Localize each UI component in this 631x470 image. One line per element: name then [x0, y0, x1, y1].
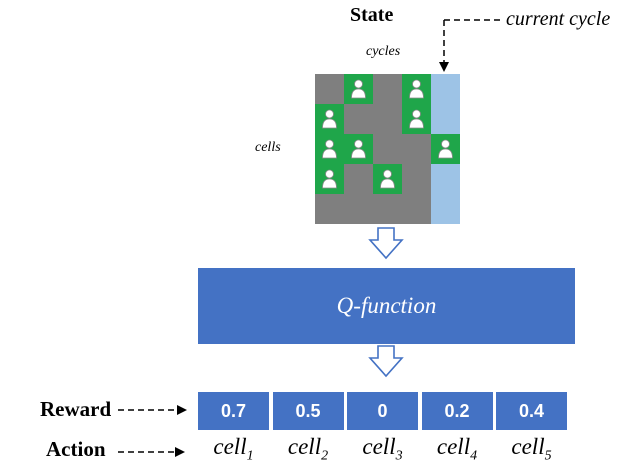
person-icon: [438, 139, 453, 159]
person-icon: [322, 169, 337, 189]
empty-cell: [402, 194, 431, 224]
empty-cell: [373, 104, 402, 134]
cells-axis-label: cells: [255, 140, 281, 155]
person-icon: [351, 139, 366, 159]
empty-cell: [373, 134, 402, 164]
empty-cell: [344, 104, 373, 134]
reward-value-5: 0.4: [496, 392, 567, 430]
action-item-2: cell2: [287, 434, 329, 464]
current-cycle-cell: [431, 194, 460, 224]
state-grid: [315, 74, 460, 224]
action-arrowhead: [175, 447, 185, 457]
empty-cell: [344, 164, 373, 194]
reward-value-1: 0.7: [198, 392, 269, 430]
cycles-axis-label: cycles: [366, 44, 401, 59]
reward-value-4: 0.2: [421, 392, 493, 430]
q-function-label: Q-function: [336, 293, 437, 318]
q-function-block: Q-function: [198, 268, 575, 344]
empty-cell: [402, 164, 431, 194]
empty-cell: [344, 194, 373, 224]
down-arrow-icon: [368, 227, 404, 260]
current-cycle-cell: [431, 164, 460, 194]
empty-cell: [315, 194, 344, 224]
reward-value-2: 0.5: [272, 392, 344, 430]
action-item-1: cell1: [213, 434, 254, 464]
reward-label: Reward: [40, 397, 112, 421]
current-cycle-label: current cycle: [506, 8, 611, 30]
empty-cell: [373, 194, 402, 224]
current-cycle-cell: [431, 104, 460, 134]
action-item-4: cell4: [436, 434, 478, 464]
person-icon: [409, 109, 424, 129]
current-cycle-arrowhead: [439, 62, 449, 72]
empty-cell: [315, 74, 344, 104]
action-item-3: cell3: [362, 434, 403, 464]
current-cycle-cell: [431, 74, 460, 104]
down-arrow-icon: [368, 345, 404, 378]
action-item-5: cell5: [511, 434, 552, 464]
reward-value-3: 0: [347, 392, 418, 430]
person-icon: [409, 79, 424, 99]
person-icon: [322, 139, 337, 159]
state-title: State: [350, 4, 394, 26]
person-icon: [380, 169, 395, 189]
reward-arrowhead: [177, 405, 187, 415]
empty-cell: [402, 134, 431, 164]
empty-cell: [373, 74, 402, 104]
person-icon: [322, 109, 337, 129]
person-icon: [351, 79, 366, 99]
action-label: Action: [46, 437, 106, 461]
